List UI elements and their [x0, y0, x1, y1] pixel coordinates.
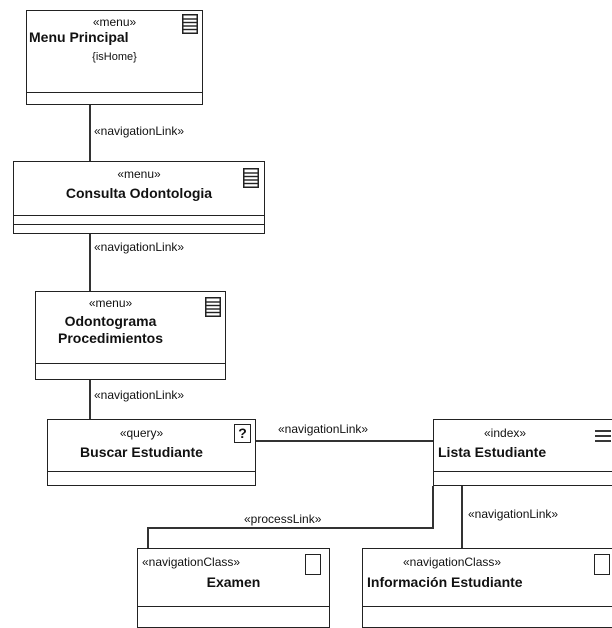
node-name: Buscar Estudiante [80, 444, 203, 460]
query-question-glyph: ? [238, 425, 247, 441]
node-examen[interactable]: «navigationClass» Examen [137, 548, 330, 628]
node-name: Consulta Odontologia [65, 185, 213, 201]
node-consulta-odontologia[interactable]: «menu» Consulta Odontologia [13, 161, 265, 234]
node-name: Lista Estudiante [438, 444, 547, 460]
edge-label-lista-examen: «processLink» [244, 512, 322, 526]
node-stereotype: «menu» [92, 15, 137, 29]
navigation-class-icon [305, 554, 321, 575]
edge-label-lista-informacion: «navigationLink» [468, 507, 559, 521]
edge-label-odontograma-buscar: «navigationLink» [94, 388, 185, 402]
navigation-class-icon [594, 554, 610, 575]
query-question-icon: ? [234, 424, 251, 443]
edge-label-consulta-odontograma: «navigationLink» [94, 240, 185, 254]
node-informacion-estudiante[interactable]: «navigationClass» Información Estudiante [362, 548, 612, 628]
node-tag: {isHome} [92, 51, 137, 63]
menu-list-icon [182, 14, 198, 34]
menu-list-icon [205, 297, 221, 317]
node-name: Información Estudiante [367, 574, 523, 590]
edge-label-menu-consulta: «navigationLink» [94, 124, 185, 138]
menu-list-icon [243, 168, 259, 188]
node-menu-principal[interactable]: «menu» Menu Principal {isHome} [26, 10, 203, 105]
edge-lista-examen [147, 486, 434, 548]
node-stereotype: «navigationClass» [403, 555, 502, 569]
node-name: Examen [206, 574, 261, 590]
node-buscar-estudiante[interactable]: «query» Buscar Estudiante ? [47, 419, 256, 486]
node-stereotype: «index» [484, 426, 527, 440]
node-name: Menu Principal [29, 29, 129, 45]
node-odontograma-procedimientos[interactable]: «menu» Odontograma Procedimientos [35, 291, 226, 380]
node-stereotype: «menu» [117, 167, 161, 181]
node-stereotype: «query» [119, 426, 164, 440]
node-stereotype: «menu» [88, 296, 133, 310]
node-stereotype: «navigationClass» [142, 555, 241, 569]
index-lines-icon [595, 430, 611, 442]
node-lista-estudiante[interactable]: «index» Lista Estudiante [433, 419, 612, 486]
node-name-line2: Procedimientos [57, 330, 164, 346]
node-name-line1: Odontograma [64, 313, 157, 329]
edge-label-buscar-lista: «navigationLink» [278, 422, 369, 436]
